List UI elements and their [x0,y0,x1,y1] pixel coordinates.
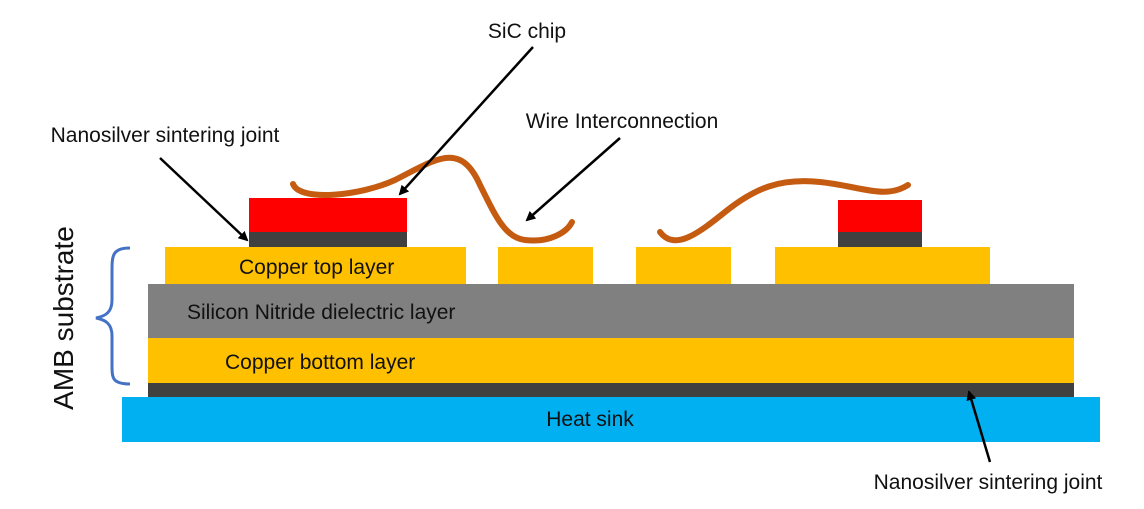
wire-interconnection-arrow [525,137,621,222]
bond-wire [290,154,575,244]
sic-chip [249,198,407,232]
dielectric-layer [148,284,1074,338]
copper-bottom-layer [148,338,1074,383]
nanosilver-top-arrow [159,157,249,242]
nanosilver-bottom-arrow [966,390,992,463]
nanosilver-bottom-label: Nanosilver sintering joint [874,471,1103,494]
dielectric-label: Silicon Nitride dielectric layer [187,301,455,324]
amb-substrate-brace [95,246,131,386]
copper-top-pad [165,247,466,284]
amb-substrate-label: AMB substrate [48,226,79,410]
sic-chip-arrow [398,46,534,196]
wire-interconnection-label: Wire Interconnection [526,110,719,133]
heat-sink [122,397,1100,442]
chip-sintering-joint [838,232,922,247]
copper-bottom-label: Copper bottom layer [225,351,415,374]
chip-sintering-joint [249,232,407,247]
nanosilver-top-label: Nanosilver sintering joint [51,124,280,147]
sic-chip [838,200,922,232]
sic-chip-label: SiC chip [488,20,566,43]
copper-top-pad [498,247,593,284]
copper-top-pad [636,247,731,284]
heat-sink-label: Heat sink [546,408,634,431]
bond-wire [657,178,911,244]
copper-top-pad [775,247,990,284]
bottom-sintering-joint [148,383,1074,397]
copper-top-label: Copper top layer [239,256,394,279]
